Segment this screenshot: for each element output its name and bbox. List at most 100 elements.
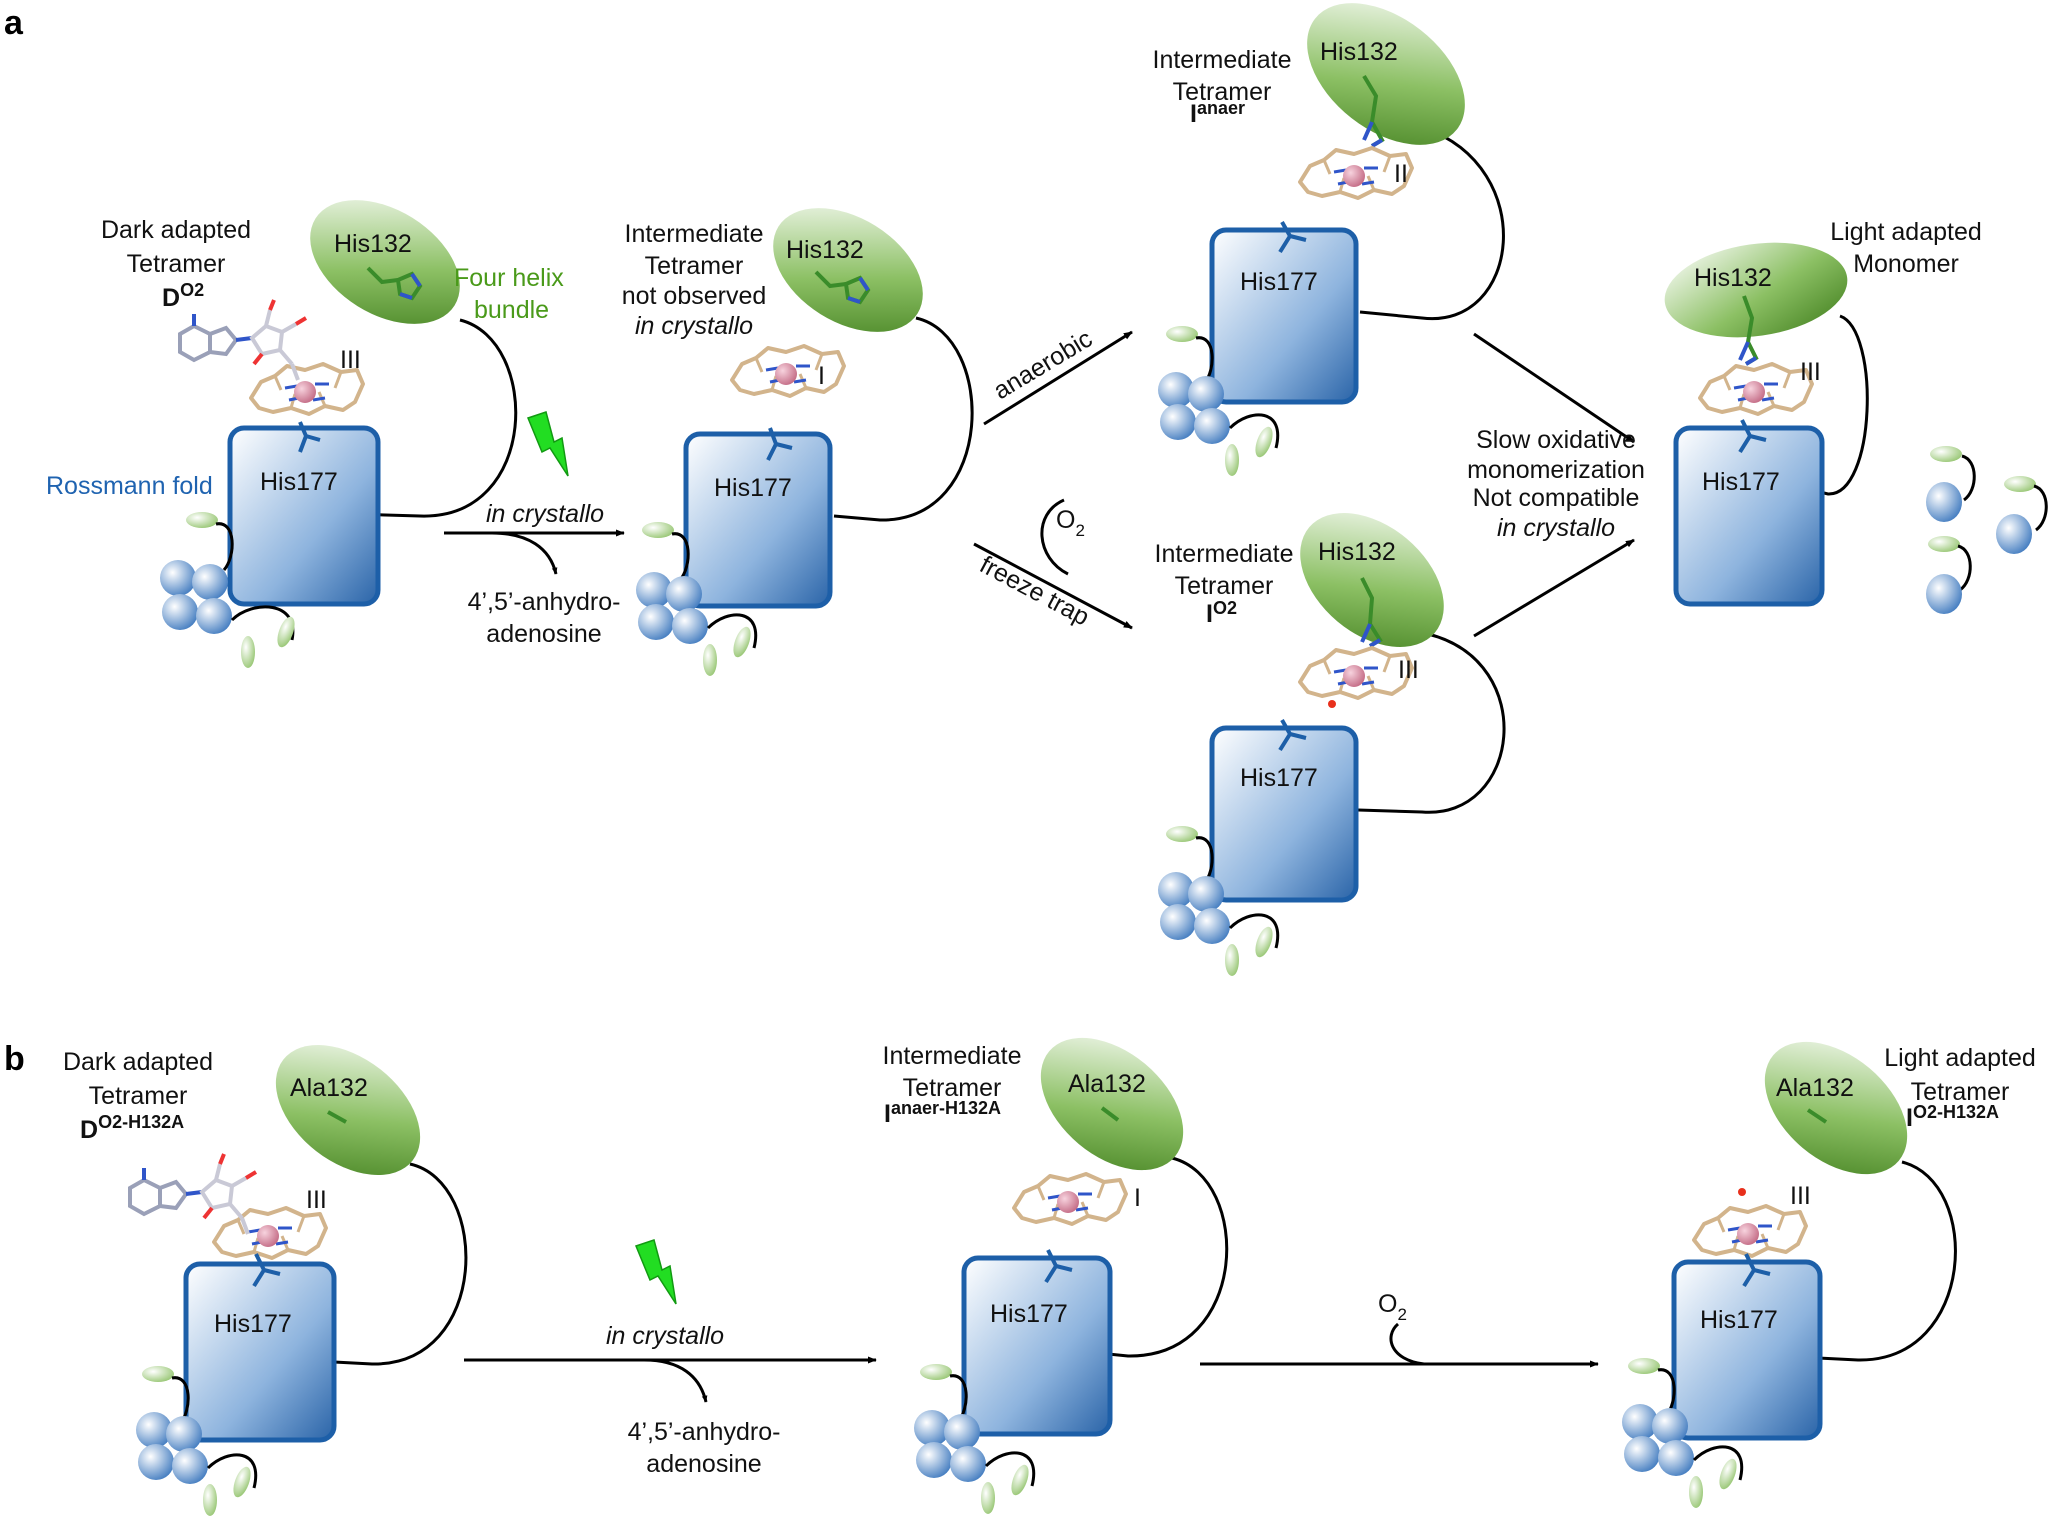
corrin-ring <box>1692 1204 1808 1258</box>
rossmann-fold-domain <box>1209 227 1359 405</box>
linker-line <box>1359 126 1505 321</box>
svg-text:monomerization: monomerization <box>1467 456 1645 484</box>
linker-line <box>1817 1160 1957 1362</box>
rossmann-fold-domain <box>1673 425 1825 607</box>
light-b-symbol: IO2-H132A <box>1906 1102 1999 1132</box>
his177-sidechain <box>766 427 793 461</box>
superoxide-radical <box>1328 700 1336 708</box>
intermediate-tetramer-o2: Intermediate Tetramer IO2 His132 III His… <box>1155 512 1506 976</box>
svg-text:Intermediate: Intermediate <box>883 1042 1022 1070</box>
product-anhydroadenosine-1: 4’,5’-anhydro- <box>468 588 621 616</box>
reagent-o2-a: O2 <box>1056 506 1085 540</box>
cap-subdomain <box>914 1364 1036 1514</box>
free-cap-subdomains <box>1926 446 2048 614</box>
oxidation-III: III <box>1790 1182 1811 1210</box>
residue-ala132: Ala132 <box>1776 1074 1854 1102</box>
residue-ala132: Ala132 <box>1068 1070 1146 1098</box>
oxidation-III: III <box>340 346 361 374</box>
linker-line <box>349 318 518 518</box>
svg-text:4’,5’-anhydro-: 4’,5’-anhydro- <box>628 1418 781 1446</box>
reagent-o2-b: O2 <box>1378 1290 1407 1324</box>
four-helix-label-1: Four helix <box>454 264 564 292</box>
reaction-arrow-oxidation-b: O2 <box>1200 1290 1599 1368</box>
panel-a-letter: a <box>4 4 24 42</box>
dark-a-line2: Tetramer <box>127 250 226 278</box>
dark-b-symbol: DO2-H132A <box>80 1112 184 1144</box>
ala132-sidechain <box>327 1110 347 1124</box>
linker-line <box>1357 632 1506 814</box>
rossmann-fold-domain <box>227 425 381 607</box>
corrin-ring <box>730 344 846 398</box>
corrin-ring <box>1012 1172 1128 1226</box>
linker-line <box>833 316 974 522</box>
cap-subdomain <box>1158 826 1280 976</box>
four-helix-bundle <box>275 1044 421 1176</box>
inter-anaer-symbol: Ianaer <box>1190 98 1245 128</box>
svg-text:Tetramer: Tetramer <box>1175 572 1274 600</box>
rossmann-fold-domain <box>1209 725 1359 903</box>
dark-adapted-tetramer-a: Dark adapted Tetramer DO2 His132 Four he… <box>46 200 564 668</box>
intermediate-tetramer-b: Intermediate Tetramer Ianaer-H132A Ala13… <box>883 1037 1229 1514</box>
residue-his132: His132 <box>1320 38 1398 66</box>
ala132-sidechain <box>1100 1106 1120 1122</box>
reaction-arrow-photolysis-a: in crystallo 4’,5’-anhydro- adenosine <box>444 411 625 648</box>
rossmann-fold-domain <box>183 1261 337 1443</box>
inter-o2-symbol: IO2 <box>1206 598 1237 628</box>
oxidation-II: II <box>1394 160 1408 188</box>
rossmann-label: Rossmann fold <box>46 472 213 500</box>
residue-his177: His177 <box>260 468 338 496</box>
four-helix-bundle <box>1664 242 1848 338</box>
svg-text:adenosine: adenosine <box>646 1450 761 1478</box>
svg-text:Intermediate: Intermediate <box>1153 46 1292 74</box>
ala132-sidechain <box>1806 1108 1828 1124</box>
residue-his177: His177 <box>1702 468 1780 496</box>
corrin-ring <box>1298 646 1414 700</box>
residue-his132: His132 <box>334 230 412 258</box>
svg-text:Tetramer: Tetramer <box>1911 1078 2010 1106</box>
residue-his177: His177 <box>214 1310 292 1338</box>
reaction-arrow-anaerobic: anaerobic <box>983 325 1133 426</box>
linker-line <box>333 1162 468 1366</box>
svg-text:Not compatible: Not compatible <box>1473 484 1640 512</box>
svg-text:Light adapted: Light adapted <box>1884 1044 2036 1072</box>
cap-subdomain <box>1622 1358 1744 1508</box>
svg-text:Dark adapted: Dark adapted <box>63 1048 213 1076</box>
panel-b-letter: b <box>4 1040 25 1078</box>
his177-sidechain <box>1278 221 1307 254</box>
corrin-ring <box>1698 362 1814 416</box>
dark-a-symbol: DO2 <box>162 280 204 312</box>
svg-text:Intermediate: Intermediate <box>1155 540 1294 568</box>
his177-sidechain <box>1278 719 1307 752</box>
his177-sidechain <box>252 1253 281 1288</box>
oxidation-I: I <box>1134 1184 1141 1212</box>
linker-line <box>1107 1156 1229 1358</box>
four-helix-label-2: bundle <box>474 296 549 324</box>
residue-his177: His177 <box>1240 268 1318 296</box>
four-helix-bundle <box>1307 3 1465 145</box>
four-helix-bundle <box>1300 512 1444 648</box>
residue-his132: His132 <box>786 236 864 264</box>
light-bolt-icon <box>635 1239 677 1305</box>
oxidation-III: III <box>1398 656 1419 684</box>
four-helix-bundle <box>1764 1041 1908 1175</box>
reaction-arrows-monomerization: Slow oxidative monomerization Not compat… <box>1467 332 1645 638</box>
rossmann-fold-domain <box>961 1255 1113 1437</box>
four-helix-bundle <box>773 208 923 332</box>
four-helix-bundle <box>1040 1037 1184 1171</box>
his177-sidechain <box>1044 1249 1073 1284</box>
residue-ala132: Ala132 <box>290 1074 368 1102</box>
his177-sidechain <box>298 421 321 453</box>
svg-text:not observed: not observed <box>622 282 767 310</box>
dark-adapted-tetramer-b: Dark adapted Tetramer DO2-H132A Ala132 I… <box>63 1044 468 1516</box>
linker-line <box>1819 314 1869 496</box>
svg-text:Tetramer: Tetramer <box>89 1082 188 1110</box>
svg-text:Tetramer: Tetramer <box>645 252 744 280</box>
his177-sidechain <box>1738 419 1767 454</box>
oxidation-III: III <box>306 1186 327 1214</box>
cap-subdomain <box>160 512 295 668</box>
residue-his132: His132 <box>1694 264 1772 292</box>
rossmann-fold-domain <box>683 431 833 609</box>
oxidation-I: I <box>818 362 825 390</box>
